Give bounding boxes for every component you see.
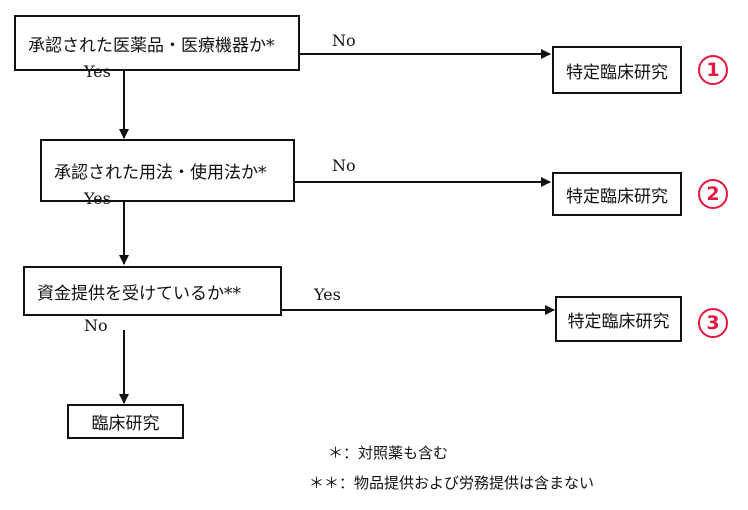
outcome-2-box: 特定臨床研究 — [552, 172, 682, 216]
outcome-1-box: 特定臨床研究 — [552, 46, 682, 94]
question-2-box: 承認された用法・使用法か* — [40, 139, 295, 202]
number-3-badge: 3 — [698, 308, 728, 338]
footnote-2: ＊＊：物品提供および労務提供は含まない — [309, 474, 595, 492]
number-2-badge: 2 — [698, 179, 728, 209]
question-1-down-label: Yes — [84, 62, 111, 81]
outcome-1-text: 特定臨床研究 — [566, 62, 668, 83]
question-2-text: 承認された用法・使用法か* — [54, 163, 267, 183]
question-1-text: 承認された医薬品・医療機器か* — [28, 35, 275, 56]
final-outcome-text: 臨床研究 — [91, 414, 160, 434]
question-3-down-label: No — [84, 316, 108, 335]
question-2-exit-label: No — [332, 156, 356, 175]
final-outcome-box: 臨床研究 — [67, 404, 184, 439]
question-3-text: 資金提供を受けているか** — [37, 283, 241, 304]
outcome-2-text: 特定臨床研究 — [566, 186, 668, 207]
question-2-down-label: Yes — [84, 189, 111, 208]
question-3-exit-label: Yes — [314, 285, 341, 304]
outcome-3-box: 特定臨床研究 — [555, 296, 682, 342]
outcome-3-text: 特定臨床研究 — [567, 311, 670, 332]
question-3-box: 資金提供を受けているか** — [23, 266, 282, 316]
question-1-box: 承認された医薬品・医療機器か* — [14, 15, 300, 71]
number-1-badge: 1 — [698, 55, 728, 85]
footnote-1: ＊：対照薬も含む — [328, 444, 449, 462]
question-1-exit-label: No — [332, 31, 356, 50]
